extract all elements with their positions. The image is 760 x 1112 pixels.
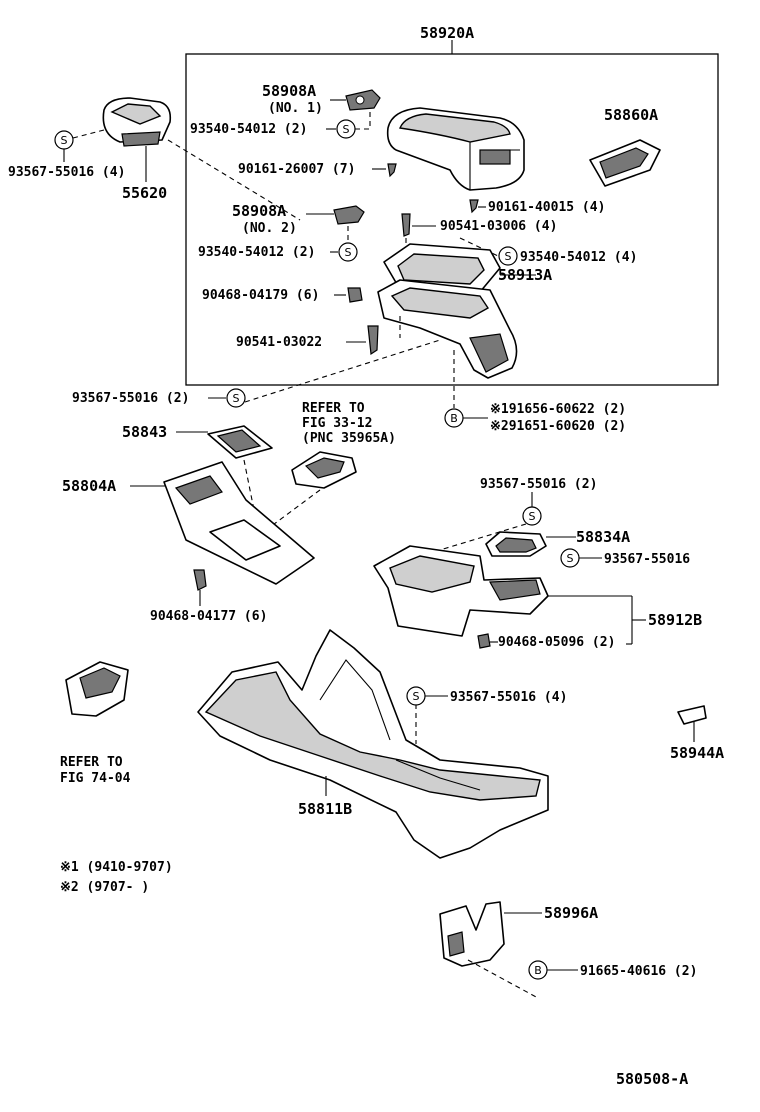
- svg-text:B: B: [450, 412, 458, 425]
- refer-fig33-line3: (PNC 35965A): [302, 431, 396, 446]
- label-93567-55016-r3: 93567-55016 (4): [450, 690, 567, 705]
- switch-fig33-part: [291, 451, 357, 489]
- label-93567-55016-top: 93567-55016 (4): [8, 165, 125, 180]
- shift-boot-fig74-part: [65, 661, 129, 717]
- refer-fig74-line1: REFER TO: [60, 755, 123, 770]
- label-90468-04177: 90468-04177 (6): [150, 609, 267, 624]
- svg-text:S: S: [233, 392, 240, 405]
- shift-panel-58804a-part: [163, 461, 315, 585]
- console-box-58912b-part: [373, 545, 549, 637]
- label-93567-55016-r1: 93567-55016 (2): [480, 477, 597, 492]
- label-58913a: 58913A: [498, 266, 552, 284]
- svg-text:S: S: [345, 246, 352, 259]
- label-90541-03006: 90541-03006 (4): [440, 219, 557, 234]
- switch-bezel-58860a-part: [589, 139, 661, 187]
- label-58811b: 58811B: [298, 800, 352, 818]
- label-58834a: 58834A: [576, 528, 630, 546]
- label-93567-55016-mid: 93567-55016 (2): [72, 391, 189, 406]
- label-90468-04179: 90468-04179 (6): [202, 288, 319, 303]
- armrest-lid-part: [386, 107, 525, 191]
- svg-text:S: S: [529, 510, 536, 523]
- console-base-upper-part: [377, 279, 518, 379]
- label-58908a-no2-sub: (NO. 2): [242, 221, 297, 236]
- note-2: ※2 (9707- ): [60, 880, 149, 895]
- label-58908a-no2: 58908A: [232, 202, 286, 220]
- label-58860a: 58860A: [604, 106, 658, 124]
- svg-text:S: S: [61, 134, 68, 147]
- refer-fig33-line1: REFER TO: [302, 401, 365, 416]
- label-58944a: 58944A: [670, 744, 724, 762]
- hinge-58908a-no1-part: [345, 89, 381, 111]
- hinge-58908a-no2-part: [333, 205, 365, 225]
- label-58804a: 58804A: [62, 477, 116, 495]
- svg-text:S: S: [343, 123, 350, 136]
- diagram-code: 580508-A: [616, 1070, 688, 1088]
- label-93540-54012-c: 93540-54012 (4): [520, 250, 637, 265]
- coin-box-55620-part: [102, 97, 172, 147]
- label-58912b: 58912B: [648, 611, 702, 629]
- label-93567-55016-r2: 93567-55016: [604, 552, 690, 567]
- label-91656-60622: ※191656-60622 (2): [490, 402, 626, 417]
- svg-text:S: S: [505, 250, 512, 263]
- label-90468-05096: 90468-05096 (2): [498, 635, 615, 650]
- svg-text:S: S: [567, 552, 574, 565]
- label-55620: 55620: [122, 184, 167, 202]
- label-58920a: 58920A: [420, 24, 474, 42]
- label-58843: 58843: [122, 423, 167, 441]
- label-90161-40015: 90161-40015 (4): [488, 200, 605, 215]
- console-body-58811b-part: [197, 629, 549, 859]
- label-91651-60620: ※291651-60620 (2): [490, 419, 626, 434]
- label-90161-26007: 90161-26007 (7): [238, 162, 355, 177]
- clip-58944a-part: [677, 705, 707, 725]
- bracket-58996a-part: [439, 901, 505, 967]
- cup-holder-58834a-part: [485, 531, 547, 557]
- refer-fig33-line2: FIG 33-12: [302, 416, 372, 431]
- svg-text:S: S: [413, 690, 420, 703]
- label-93540-54012-b: 93540-54012 (2): [198, 245, 315, 260]
- label-93540-54012-a: 93540-54012 (2): [190, 122, 307, 137]
- trim-ring-58843-part: [207, 425, 273, 459]
- tray-58913a-part: [383, 243, 501, 293]
- label-90541-03022: 90541-03022: [236, 335, 322, 350]
- label-58908a-no1-sub: (NO. 1): [268, 101, 323, 116]
- label-58996a: 58996A: [544, 904, 598, 922]
- label-91665-40616: 91665-40616 (2): [580, 964, 697, 979]
- note-1: ※1 (9410-9707): [60, 860, 173, 875]
- label-58908a-no1: 58908A: [262, 82, 316, 100]
- svg-text:B: B: [534, 964, 542, 977]
- refer-fig74-line2: FIG 74-04: [60, 771, 131, 786]
